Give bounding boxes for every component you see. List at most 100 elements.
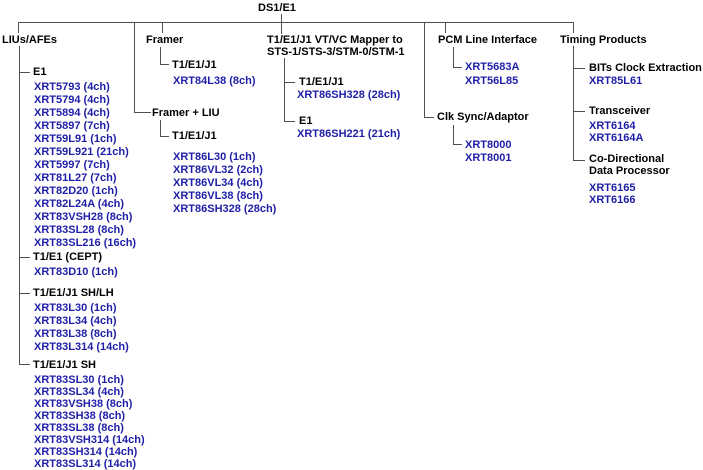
framer-liu-branch-line bbox=[134, 22, 135, 112]
part-link[interactable]: XRT83SL34 (4ch) bbox=[34, 386, 124, 398]
branch-title-mapper: T1/E1/J1 VT/VC Mapper to STS-1/STS-3/STM… bbox=[267, 34, 405, 58]
part-link[interactable]: XRT83L34 (4ch) bbox=[34, 315, 117, 327]
group-heading-mapper-e1: E1 bbox=[299, 115, 313, 127]
group-parts-transceiver: XRT6164 XRT6164A bbox=[589, 120, 643, 144]
part-link[interactable]: XRT83SH38 (8ch) bbox=[34, 410, 126, 422]
branch-title-lius-afes: LIUs/AFEs bbox=[2, 34, 58, 46]
part-link[interactable]: XRT86VL34 (4ch) bbox=[173, 177, 263, 189]
lius-stub-line bbox=[18, 22, 19, 33]
part-link[interactable]: XRT8000 bbox=[465, 139, 512, 151]
part-link[interactable]: XRT86SH328 (28ch) bbox=[297, 89, 401, 101]
group-parts-sh: XRT83SL30 (1ch) XRT83SL34 (4ch) XRT83VSH… bbox=[34, 374, 145, 470]
pcm-stub-line bbox=[445, 22, 446, 33]
group-heading-codirectional-line2: Data Processor bbox=[589, 165, 670, 177]
part-link[interactable]: XRT83SL28 (8ch) bbox=[34, 224, 124, 236]
part-link[interactable]: XRT81L27 (7ch) bbox=[34, 172, 117, 184]
mapper-e1-tick-line bbox=[284, 121, 295, 122]
part-link[interactable]: XRT86SH328 (28ch) bbox=[173, 203, 277, 215]
part-link[interactable]: XRT8001 bbox=[465, 152, 512, 164]
part-link[interactable]: XRT5683A bbox=[465, 61, 520, 73]
lius-group-spine-line bbox=[19, 46, 20, 365]
branch-title-mapper-line2: STS-1/STS-3/STM-0/STM-1 bbox=[267, 46, 405, 58]
part-link[interactable]: XRT85L61 bbox=[589, 75, 643, 87]
part-link[interactable]: XRT83SH314 (14ch) bbox=[34, 446, 138, 458]
part-link[interactable]: XRT83D10 (1ch) bbox=[34, 266, 118, 278]
part-link[interactable]: XRT83SL216 (16ch) bbox=[34, 237, 137, 249]
group-parts-framerliu: XRT86L30 (1ch) XRT86VL32 (2ch) XRT86VL34… bbox=[173, 151, 276, 216]
group-heading-mapper-t1e1j1: T1/E1/J1 bbox=[299, 76, 344, 88]
group-parts-codirectional: XRT6165 XRT6166 bbox=[589, 182, 635, 206]
part-link[interactable]: XRT5997 (7ch) bbox=[34, 159, 110, 171]
framer-liu-sub-line bbox=[160, 120, 161, 137]
mapper-t1-tick-line bbox=[284, 82, 295, 83]
group-heading-codirectional: Co-Directional Data Processor bbox=[589, 153, 670, 177]
clk-sync-elbow-line bbox=[424, 117, 434, 118]
branch-title-framer: Framer bbox=[146, 34, 184, 46]
part-link[interactable]: XRT6164A bbox=[589, 132, 644, 144]
part-link[interactable]: XRT83SL38 (8ch) bbox=[34, 422, 124, 434]
part-link[interactable]: XRT6166 bbox=[589, 194, 636, 206]
codirectional-tick-line bbox=[573, 160, 585, 161]
sh-tick-line bbox=[19, 364, 30, 365]
part-link[interactable]: XRT86VL38 (8ch) bbox=[173, 190, 263, 202]
framer-stub-line bbox=[162, 22, 163, 33]
group-parts-e1: XRT5793 (4ch) XRT5794 (4ch) XRT5894 (4ch… bbox=[34, 81, 136, 250]
group-heading-shlh: T1/E1/J1 SH/LH bbox=[33, 287, 114, 299]
transceiver-tick-line bbox=[573, 111, 585, 112]
group-heading-framer-t1e1j1: T1/E1/J1 bbox=[172, 59, 217, 71]
part-link[interactable]: XRT83VSH28 (8ch) bbox=[34, 211, 133, 223]
part-link[interactable]: XRT59L91 (1ch) bbox=[34, 133, 117, 145]
branch-title-clk-sync: Clk Sync/Adaptor bbox=[437, 111, 529, 123]
part-link[interactable]: XRT83SL314 (14ch) bbox=[34, 458, 137, 470]
group-heading-e1: E1 bbox=[33, 66, 47, 78]
part-link[interactable]: XRT56L85 bbox=[465, 75, 519, 87]
part-link[interactable]: XRT83VSH314 (14ch) bbox=[34, 434, 145, 446]
pcm-sub-line bbox=[453, 47, 454, 68]
part-link[interactable]: XRT5897 (7ch) bbox=[34, 120, 110, 132]
framer-liu-sub-elbow-line bbox=[160, 136, 169, 137]
part-link[interactable]: XRT83L314 (14ch) bbox=[34, 341, 129, 353]
group-parts-mapper-t1e1j1: XRT86SH328 (28ch) bbox=[297, 89, 400, 102]
timing-stub-line bbox=[573, 22, 574, 33]
part-link[interactable]: XRT5793 (4ch) bbox=[34, 81, 110, 93]
part-link[interactable]: XRT86VL32 (2ch) bbox=[173, 164, 263, 176]
branch-title-pcm: PCM Line Interface bbox=[438, 34, 538, 46]
group-parts-shlh: XRT83L30 (1ch) XRT83L34 (4ch) XRT83L38 (… bbox=[34, 302, 129, 354]
part-link[interactable]: XRT83L30 (1ch) bbox=[34, 302, 117, 314]
part-link[interactable]: XRT5794 (4ch) bbox=[34, 94, 110, 106]
group-heading-t1e1-cept: T1/E1 (CEPT) bbox=[33, 251, 103, 263]
branch-title-timing: Timing Products bbox=[560, 34, 647, 46]
part-link[interactable]: XRT83L38 (8ch) bbox=[34, 328, 117, 340]
part-link[interactable]: XRT82L24A (4ch) bbox=[34, 198, 125, 210]
part-link[interactable]: XRT82D20 (1ch) bbox=[34, 185, 118, 197]
clk-sync-branch-line bbox=[424, 22, 425, 117]
e1-tick-line bbox=[19, 72, 30, 73]
branch-title-mapper-line1: T1/E1/J1 VT/VC Mapper to bbox=[267, 34, 403, 46]
part-link[interactable]: XRT83VSH38 (8ch) bbox=[34, 398, 133, 410]
shlh-tick-line bbox=[19, 293, 30, 294]
part-link[interactable]: XRT86SH221 (21ch) bbox=[297, 128, 401, 140]
mapper-spine-line bbox=[284, 58, 285, 122]
part-link[interactable]: XRT5894 (4ch) bbox=[34, 107, 110, 119]
root-node-label: DS1/E1 bbox=[258, 2, 296, 14]
part-link[interactable]: XRT6165 bbox=[589, 182, 636, 194]
clk-sub-line bbox=[453, 125, 454, 145]
bits-tick-line bbox=[573, 68, 585, 69]
cept-tick-line bbox=[19, 257, 30, 258]
group-parts-mapper-e1: XRT86SH221 (21ch) bbox=[297, 128, 400, 141]
group-parts-pcm: XRT5683A XRT56L85 bbox=[465, 60, 519, 88]
group-heading-bits-clock-extraction: BITs Clock Extraction bbox=[589, 62, 702, 74]
root-connector-line bbox=[281, 14, 282, 34]
part-link[interactable]: XRT84L38 (8ch) bbox=[173, 75, 256, 87]
group-parts-clk-sync: XRT8000 XRT8001 bbox=[465, 139, 511, 165]
group-heading-codirectional-line1: Co-Directional bbox=[589, 153, 665, 165]
part-link[interactable]: XRT83SL30 (1ch) bbox=[34, 374, 124, 386]
group-parts-framer: XRT84L38 (8ch) bbox=[173, 75, 256, 88]
part-link[interactable]: XRT6164 bbox=[589, 120, 636, 132]
part-link[interactable]: XRT59L921 (21ch) bbox=[34, 146, 129, 158]
part-link[interactable]: XRT86L30 (1ch) bbox=[173, 151, 256, 163]
pcm-sub-elbow-line bbox=[453, 67, 462, 68]
framer-sub-line bbox=[160, 47, 161, 65]
framer-liu-elbow-line bbox=[134, 112, 151, 113]
